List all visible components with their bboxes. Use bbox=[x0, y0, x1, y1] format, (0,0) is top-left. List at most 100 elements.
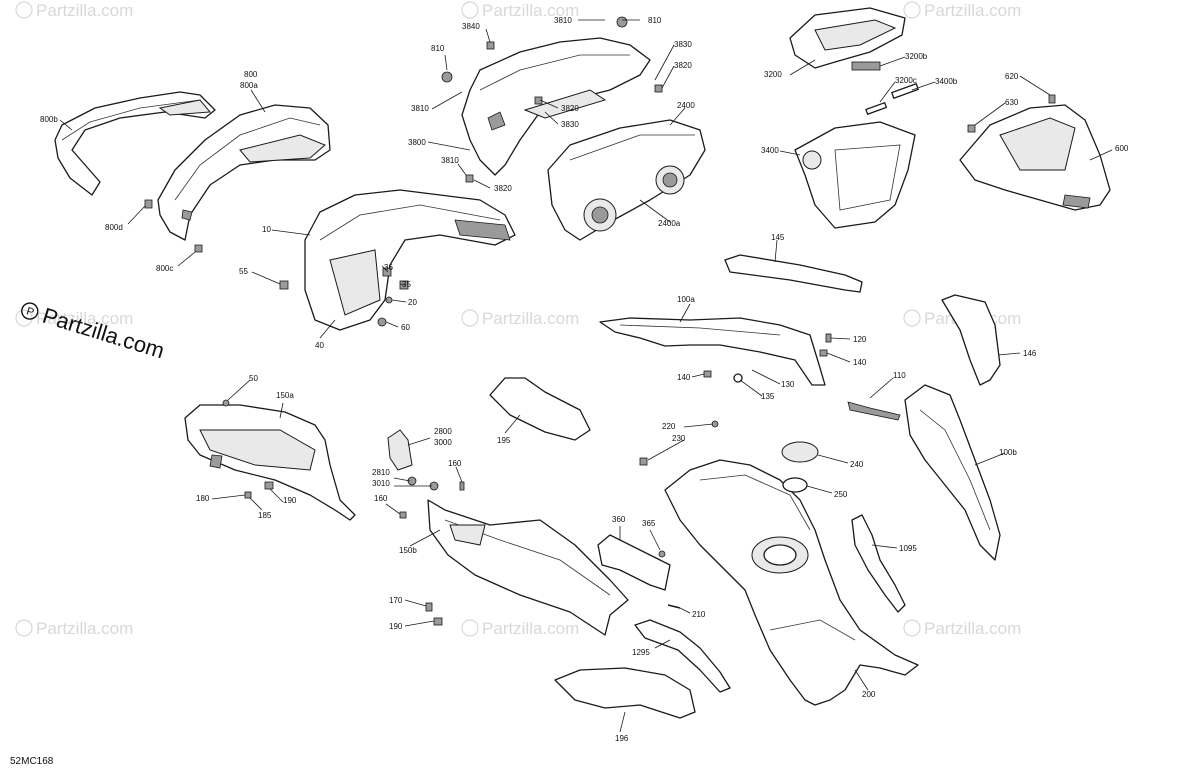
watermark: Partzilla.com bbox=[903, 619, 1021, 638]
part-185-screw bbox=[244, 491, 252, 499]
part-170-screw bbox=[425, 602, 433, 612]
callout-50: 50 bbox=[249, 374, 258, 383]
svg-text:Partzilla.com: Partzilla.com bbox=[924, 619, 1021, 638]
part-3800-front-cowl bbox=[461, 37, 651, 176]
part-140-clip bbox=[703, 370, 712, 378]
callout-140: 140 bbox=[853, 358, 867, 367]
callout-240: 240 bbox=[850, 460, 864, 469]
callout-10: 10 bbox=[262, 225, 271, 234]
callout-620: 620 bbox=[1005, 72, 1019, 81]
part-3820-nut bbox=[465, 174, 474, 183]
part-190-nut bbox=[433, 617, 443, 626]
callout-190: 190 bbox=[283, 496, 297, 505]
callout-360: 360 bbox=[612, 515, 626, 524]
callout-135: 135 bbox=[761, 392, 775, 401]
callout-3810: 3810 bbox=[554, 16, 572, 25]
part-800-windshield bbox=[157, 104, 331, 241]
callout-185: 185 bbox=[258, 511, 272, 520]
callout-170: 170 bbox=[389, 596, 403, 605]
part-146-side-cover bbox=[941, 294, 1001, 386]
part-195-trim bbox=[489, 377, 591, 441]
part-160-screw bbox=[459, 481, 465, 491]
callout-3400b: 3400b bbox=[935, 77, 958, 86]
watermark: Partzilla.com bbox=[461, 1, 579, 20]
callout-160: 160 bbox=[374, 494, 388, 503]
callout-55: 55 bbox=[239, 267, 248, 276]
part-150a-side-panel bbox=[184, 404, 356, 521]
callout-196: 196 bbox=[615, 734, 629, 743]
part-365-clip bbox=[658, 550, 666, 558]
callout-800d: 800d bbox=[105, 223, 123, 232]
callout-250: 250 bbox=[834, 490, 848, 499]
callout-3200b: 3200b bbox=[905, 52, 928, 61]
callout-3800: 3800 bbox=[408, 138, 426, 147]
part-190-nut bbox=[264, 481, 274, 490]
watermark: Partzilla.com bbox=[903, 1, 1021, 20]
part-120-screw bbox=[825, 333, 832, 343]
part-50-clip bbox=[222, 399, 230, 407]
part-620-screw bbox=[1048, 94, 1056, 104]
callout-3010: 3010 bbox=[372, 479, 390, 488]
svg-text:Partzilla.com: Partzilla.com bbox=[36, 619, 133, 638]
callout-2810: 2810 bbox=[372, 468, 390, 477]
callout-3200: 3200 bbox=[764, 70, 782, 79]
callout-labels: 800 800a 800b 800d 800c 3840 3810 810 81… bbox=[40, 16, 1129, 743]
part-230-clip bbox=[639, 457, 648, 466]
watermark: Partzilla.com bbox=[461, 309, 579, 328]
callout-800c: 800c bbox=[156, 264, 173, 273]
part-810-grommet bbox=[441, 71, 453, 83]
callout-800a: 800a bbox=[240, 81, 258, 90]
part-3200b-latch bbox=[851, 61, 881, 71]
callout-150b: 150b bbox=[399, 546, 417, 555]
callout-3820: 3820 bbox=[561, 104, 579, 113]
callout-3840: 3840 bbox=[462, 22, 480, 31]
callout-810: 810 bbox=[431, 44, 445, 53]
brand-label: P Partzilla.com bbox=[21, 302, 167, 363]
leader-lines bbox=[59, 19, 1113, 733]
part-240-fuel-cap bbox=[781, 441, 819, 463]
part-800c-fastener bbox=[194, 244, 203, 253]
part-250-seal bbox=[782, 477, 808, 493]
callout-210: 210 bbox=[692, 610, 706, 619]
callout-190: 190 bbox=[389, 622, 403, 631]
callout-100a: 100a bbox=[677, 295, 695, 304]
callout-130: 130 bbox=[781, 380, 795, 389]
part-3400b-seal bbox=[891, 83, 919, 99]
part-3200-bin-lid bbox=[789, 7, 906, 69]
watermark: Partzilla.com bbox=[461, 619, 579, 638]
part-150b-side-panel bbox=[427, 499, 629, 636]
callout-146: 146 bbox=[1023, 349, 1037, 358]
callout-800: 800 bbox=[244, 70, 258, 79]
svg-text:Partzilla.com: Partzilla.com bbox=[482, 619, 579, 638]
part-20-screw bbox=[385, 296, 393, 304]
diagram-code: 52MC168 bbox=[10, 756, 54, 767]
callout-2400: 2400 bbox=[677, 101, 695, 110]
callout-3810: 3810 bbox=[441, 156, 459, 165]
part-3840-clip bbox=[486, 41, 495, 50]
part-100b-side-panel bbox=[904, 384, 1001, 561]
watermark: Partzilla.com bbox=[15, 309, 133, 328]
part-630-clip bbox=[967, 124, 976, 133]
callout-110: 110 bbox=[893, 371, 906, 380]
callout-220: 220 bbox=[662, 422, 676, 431]
callout-40: 40 bbox=[315, 341, 324, 350]
part-196-lower-trim bbox=[554, 667, 696, 719]
part-810-grommet bbox=[616, 16, 628, 28]
part-1295-trim bbox=[634, 619, 731, 693]
callout-1095: 1095 bbox=[899, 544, 917, 553]
watermark: Partzilla.com bbox=[15, 1, 133, 20]
part-800d-fastener bbox=[144, 199, 153, 209]
svg-text:Partzilla.com: Partzilla.com bbox=[36, 309, 133, 328]
callout-100b: 100b bbox=[999, 448, 1017, 457]
svg-text:Partzilla.com: Partzilla.com bbox=[482, 309, 579, 328]
watermark: Partzilla.com bbox=[15, 619, 133, 638]
part-55-clip bbox=[279, 280, 289, 290]
callout-20: 20 bbox=[408, 298, 417, 307]
callout-35: 35 bbox=[402, 280, 411, 289]
part-200-main-body bbox=[664, 459, 919, 706]
callout-120: 120 bbox=[853, 335, 867, 344]
callout-3820: 3820 bbox=[494, 184, 512, 193]
callout-150a: 150a bbox=[276, 391, 294, 400]
part-140-clip bbox=[819, 349, 828, 357]
callout-1295: 1295 bbox=[632, 648, 650, 657]
